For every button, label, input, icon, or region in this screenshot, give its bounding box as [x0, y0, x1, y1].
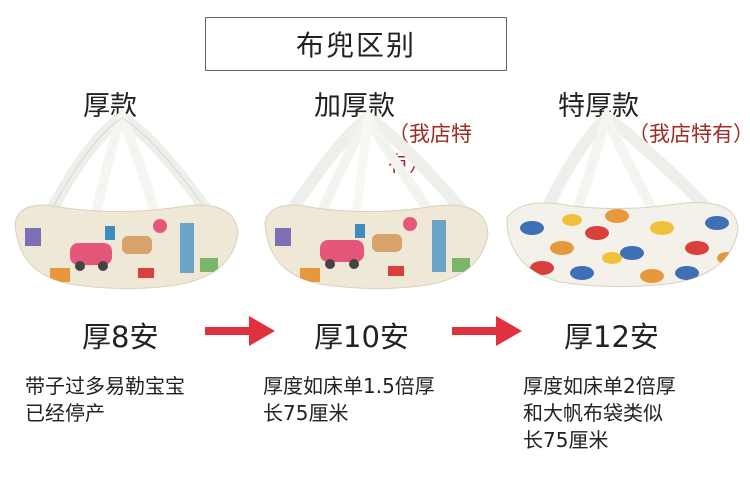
- variant-description: 带子过多易勒宝宝 已经停产: [25, 373, 235, 427]
- variant-name: 加厚款: [314, 91, 395, 122]
- thickness-label: 厚10安: [314, 320, 409, 354]
- desc-line: 长75厘米: [263, 401, 349, 425]
- desc-line: 已经停产: [25, 401, 105, 425]
- thickness-label: 厚8安: [82, 320, 159, 354]
- variant-column-extra-thick: 特厚款 （我店特有） 厚12安 厚度如床单2倍厚 和大帆布袋类似: [500, 0, 750, 481]
- thickness-label: 厚12安: [564, 320, 659, 354]
- variant-description: 厚度如床单2倍厚 和大帆布袋类似 长75厘米: [523, 373, 748, 454]
- desc-line: 厚度如床单1.5倍厚: [263, 374, 435, 398]
- variant-description: 厚度如床单1.5倍厚 长75厘米: [263, 373, 498, 427]
- arrow-right-icon: [205, 316, 275, 346]
- product-image-extra-thick: [506, 108, 739, 288]
- arrow-right-icon: [452, 316, 522, 346]
- exclusive-note: （我店特有）: [628, 122, 750, 146]
- variant-column-thick: 加厚款 （我店特有） 厚10安 厚度如床单1.5倍厚 长75厘米: [250, 0, 500, 481]
- variant-column-standard: 厚款 厚8安 带子过多易勒宝宝 已经停产: [0, 0, 250, 481]
- product-image-thick: [264, 108, 489, 290]
- desc-line: 带子过多易勒宝宝: [25, 374, 185, 398]
- variant-name: 特厚款: [558, 91, 639, 122]
- desc-line: 和大帆布袋类似: [523, 401, 663, 425]
- desc-line: 长75厘米: [523, 428, 609, 452]
- page-title: 布兜区别: [205, 17, 507, 71]
- desc-line: 厚度如床单2倍厚: [523, 374, 676, 398]
- product-image-standard: [14, 108, 239, 290]
